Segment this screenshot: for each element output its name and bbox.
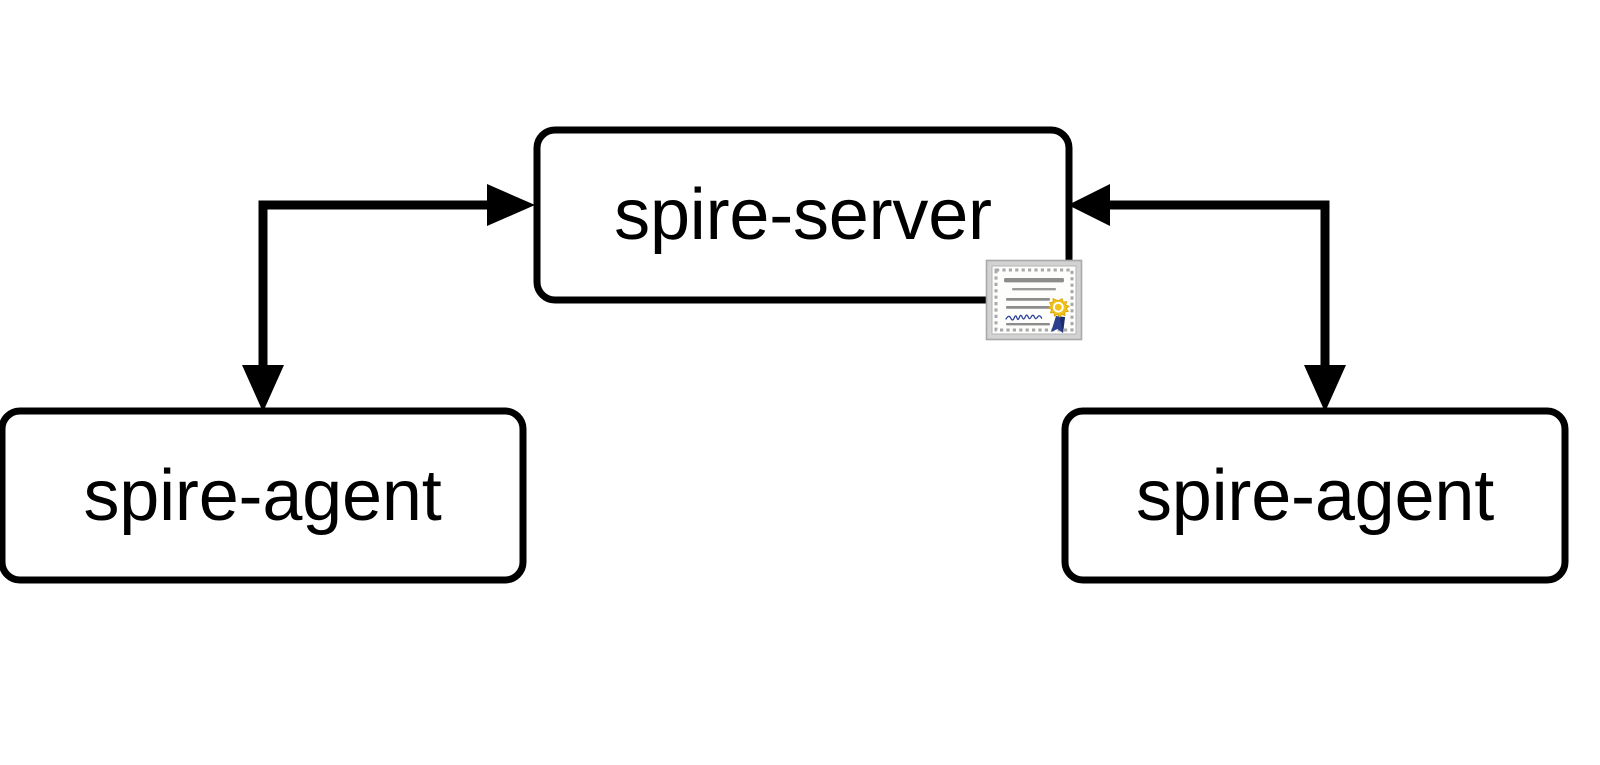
- edge-left-path: [258, 200, 489, 375]
- certificate-scallop-border: [994, 268, 1074, 332]
- edge-right-path: [1108, 200, 1330, 375]
- node-spire-agent-right[interactable]: [1061, 407, 1569, 584]
- edge-left-arrowhead-server: [487, 184, 535, 226]
- edge-right-arrowhead-server: [1068, 184, 1110, 226]
- node-spire-server[interactable]: [533, 126, 1073, 304]
- certificate-signature: [1005, 314, 1043, 321]
- certificate-rule-2: [1006, 298, 1050, 301]
- certificate-title-rule: [1004, 278, 1064, 283]
- certificate-signature-rule: [1006, 323, 1050, 326]
- certificate-rule-1: [1012, 288, 1056, 291]
- certificate-rule-3: [1006, 306, 1050, 309]
- edge-right-arrowhead-agent: [1304, 365, 1346, 412]
- certificate-seal-inner: [1052, 301, 1064, 313]
- node-spire-agent-left[interactable]: [0, 407, 527, 584]
- certificate-seal: [1048, 298, 1070, 318]
- edge-left-agent-to-server[interactable]: [242, 184, 535, 412]
- edge-left-arrowhead-agent: [242, 365, 284, 412]
- edge-right-agent-to-server[interactable]: [1068, 184, 1346, 412]
- certificate-ribbon-shade: [1059, 317, 1065, 333]
- certificate-icon[interactable]: [985, 259, 1083, 341]
